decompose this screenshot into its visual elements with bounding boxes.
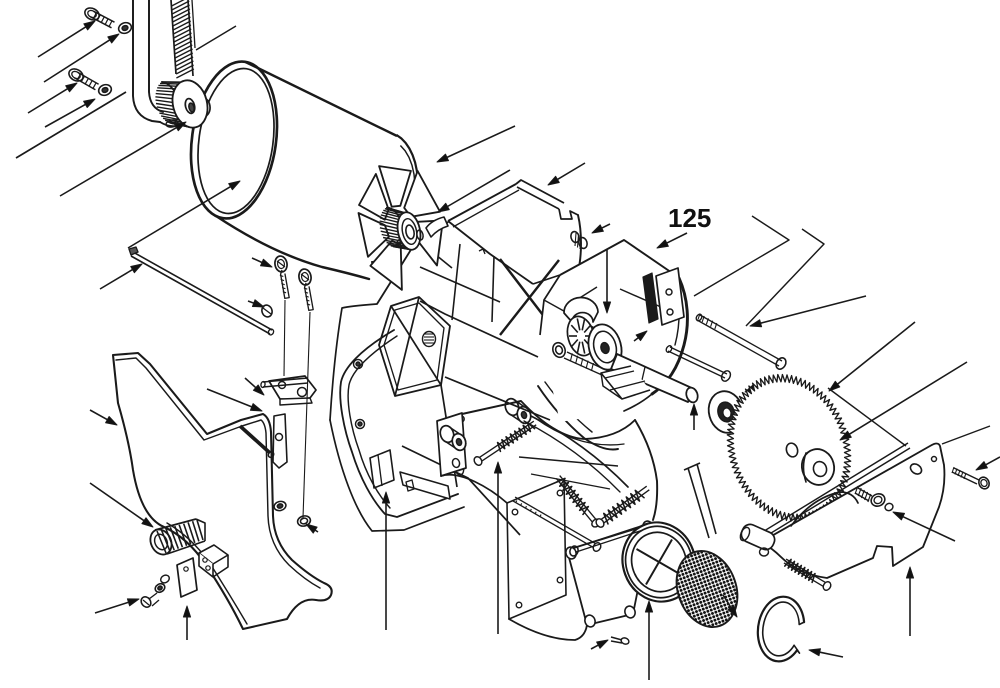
svg-text:125: 125	[668, 203, 711, 233]
